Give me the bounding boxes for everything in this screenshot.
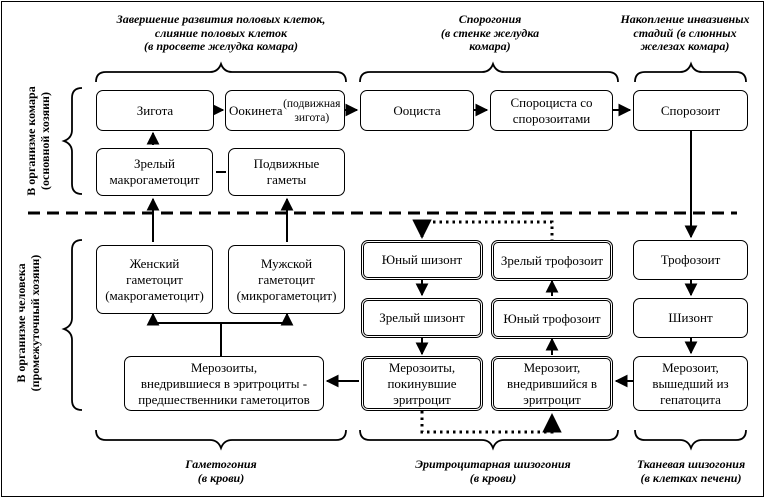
box-young-trophozoite: Юный трофозоит (491, 298, 613, 339)
box-male-gametocyte: Мужской гаметоцит (микрогаметоцит) (228, 245, 345, 314)
header-invasive-accumulation: Накопление инвазивных стадий (в слюнных … (620, 12, 750, 53)
box-mature-schizont: Зрелый шизонт (361, 298, 483, 338)
box-sporozoite: Спорозоит (633, 90, 748, 131)
box-merozoites-left-erythrocyte: Мерозоиты, покинувшие эритроцит (361, 356, 483, 411)
box-trophozoite: Трофозоит (633, 240, 748, 280)
header-gamete-maturation: Завершение развития половых клеток, слия… (116, 12, 326, 53)
box-female-gametocyte: Женский гаметоцит (макрогаметоцит) (96, 245, 213, 314)
ookinete-sublabel: (подвижная зигота) (283, 97, 341, 124)
box-motile-gametes: Подвижные гаметы (228, 148, 345, 196)
box-merozoite-from-hepatocyte: Мерозоит, вышедший из гепатоцита (633, 356, 748, 411)
box-oocyst: Ооциста (360, 90, 474, 131)
box-mature-macrogametocyte: Зрелый макрогаметоцит (96, 148, 213, 196)
box-sporocyst: Спороциста со спорозоитами (490, 90, 613, 131)
box-merozoite-in-erythrocyte: Мерозоит, внедрившийся в эритроцит (491, 356, 613, 411)
box-ookinete: Оокинета (подвижная зигота) (225, 90, 345, 131)
box-mature-trophozoite: Зрелый трофозоит (491, 240, 613, 281)
header-gametogony: Гаметогония (в крови) (185, 457, 257, 485)
header-erythrocytic-schizogony: Эритроцитарная шизогония (в крови) (415, 457, 571, 485)
side-label-human-host: В организме человека (промежуточный хозя… (14, 254, 42, 392)
box-merozoites-gametocyte-precursors: Мерозоиты, внедрившиеся в эритроциты - п… (124, 356, 324, 411)
box-young-schizont: Юный шизонт (361, 240, 483, 280)
box-zygote: Зигота (96, 90, 214, 131)
ookinete-label: Оокинета (229, 102, 283, 118)
box-schizont: Шизонт (633, 298, 748, 338)
header-tissue-schizogony: Тканевая шизогония (в клетках печени) (636, 457, 746, 485)
header-sporogony: Спорогония (в стенке желудка комара) (440, 12, 540, 53)
side-label-mosquito-host: В организме комара (основной хозяин) (24, 86, 52, 196)
